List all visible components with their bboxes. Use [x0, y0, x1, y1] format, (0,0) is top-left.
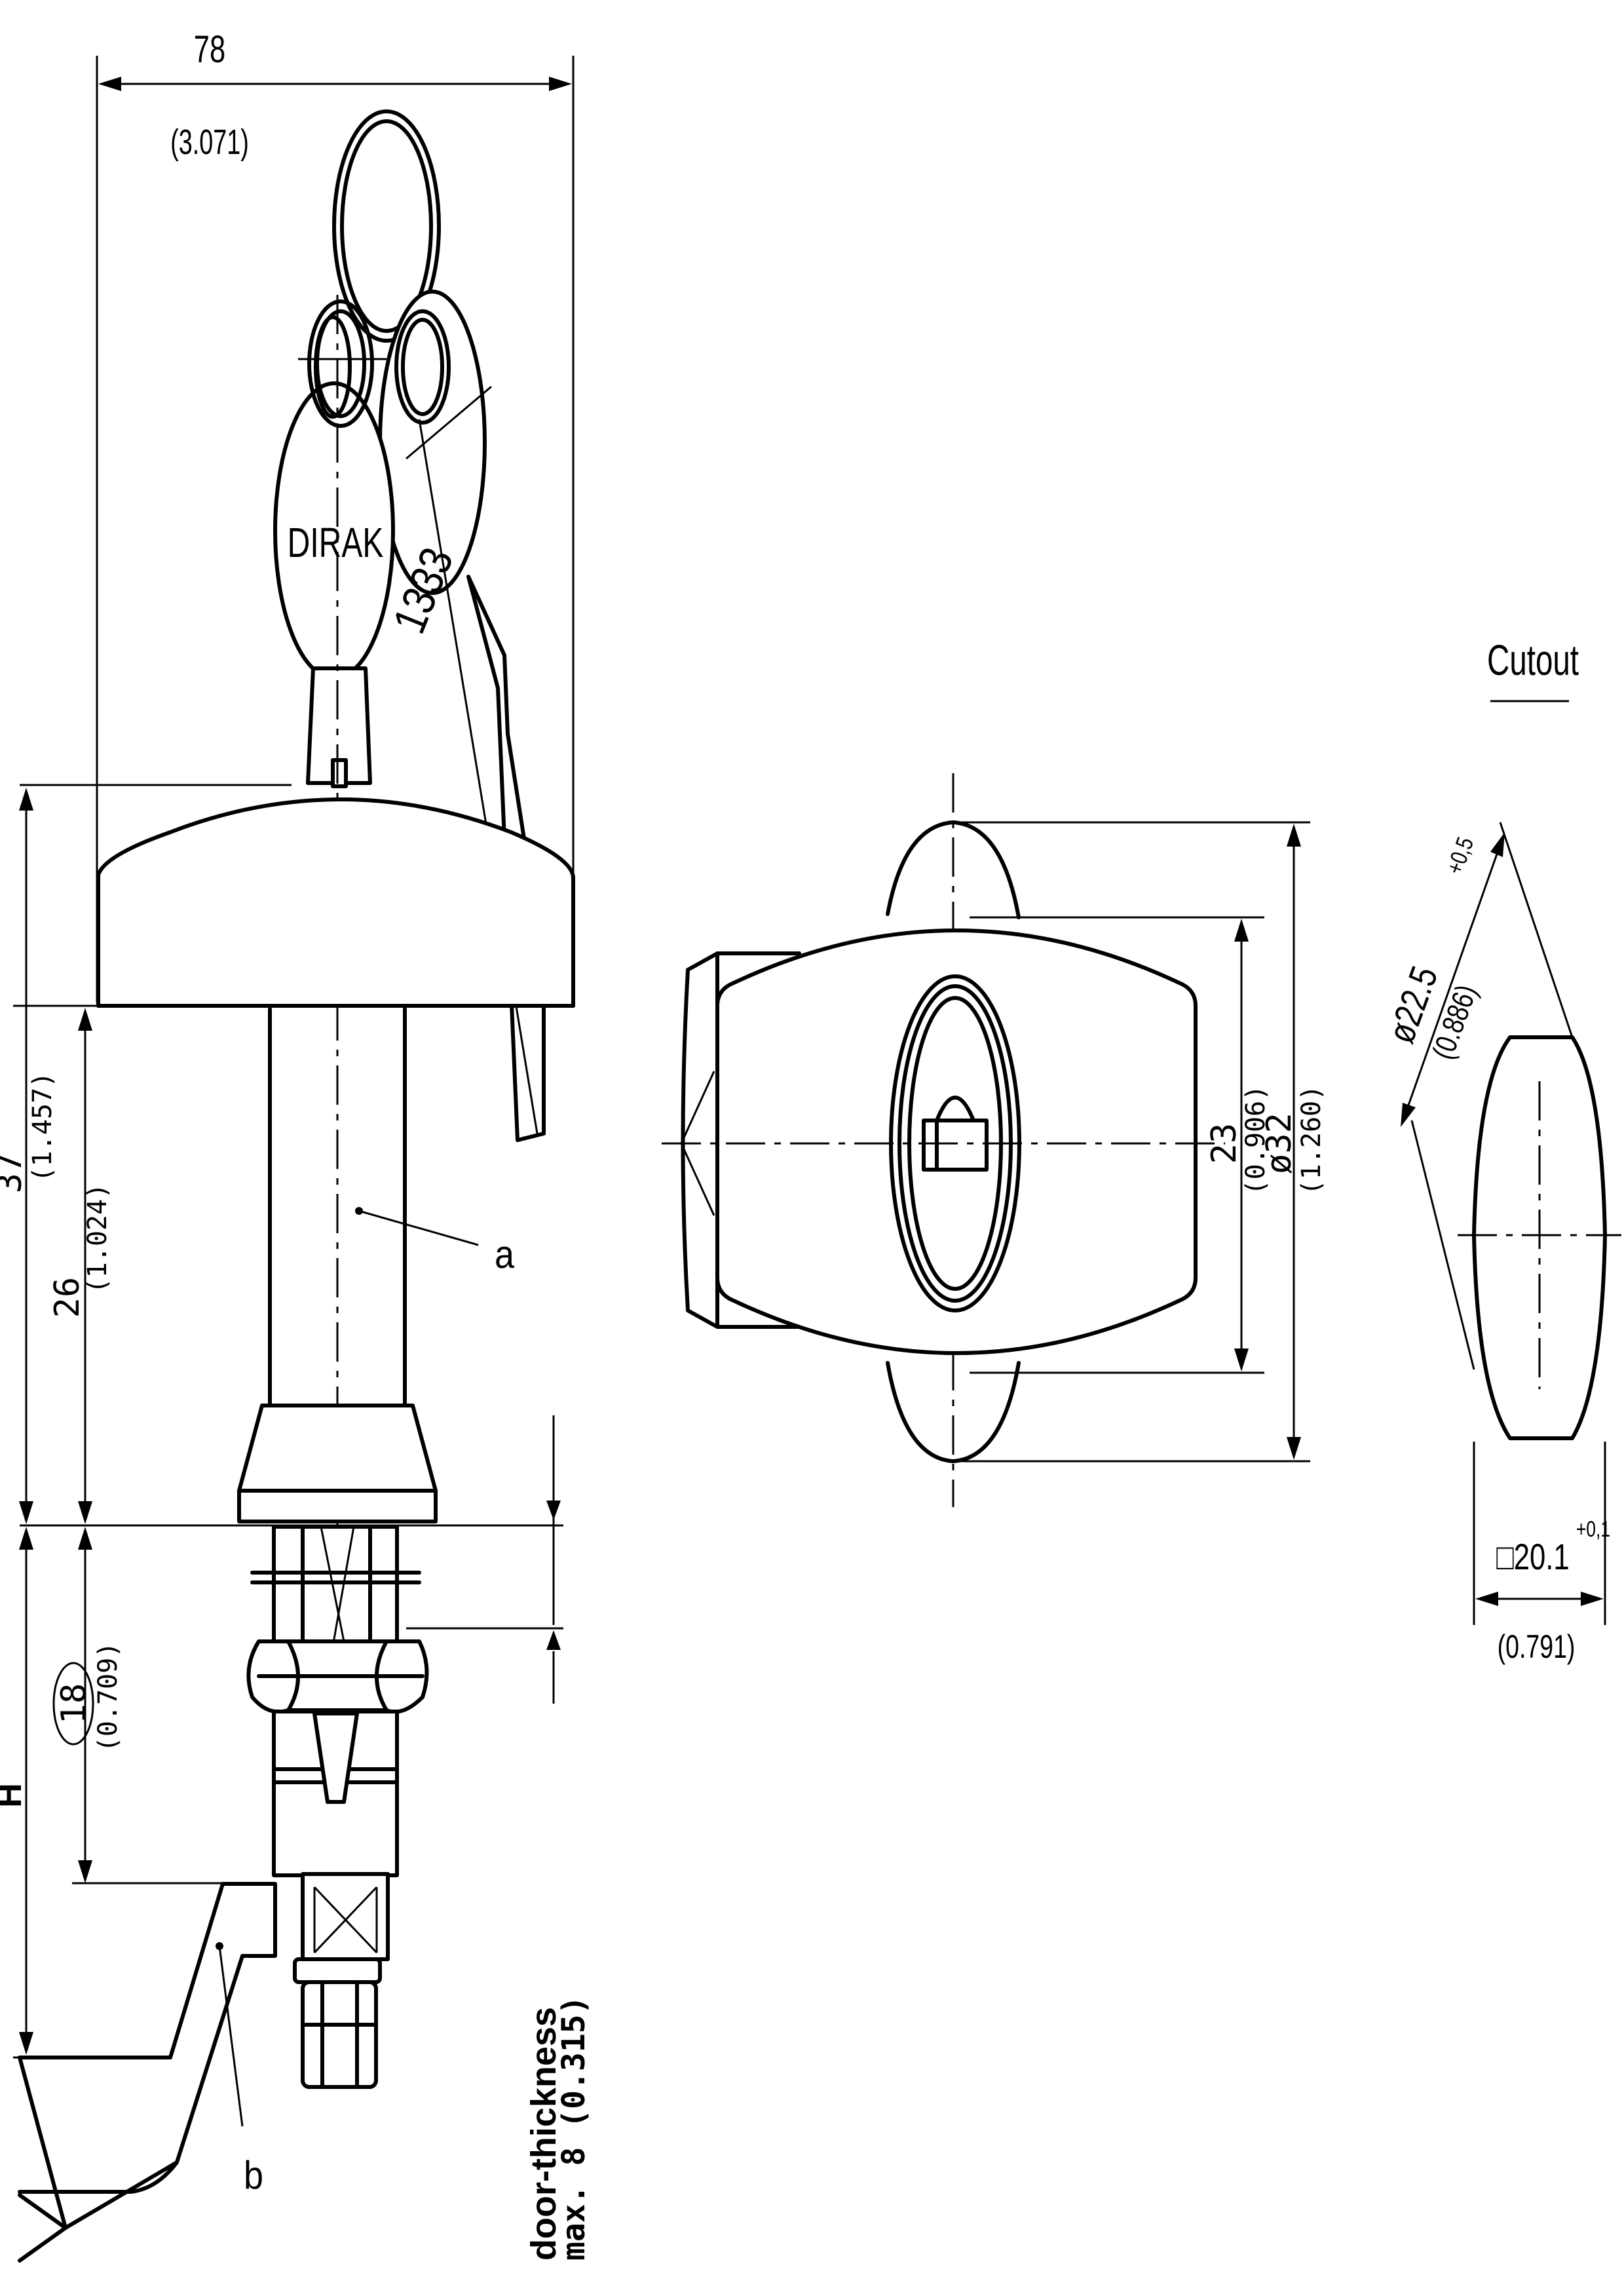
dim-23-in: (0.906) [1241, 1085, 1271, 1196]
key-front: DIRAK [273, 299, 395, 788]
door-thickness-line2: max. 8 (0.315) [556, 1995, 592, 2261]
handle-head [96, 797, 575, 1008]
dim-18-mm: 18 [54, 1683, 94, 1725]
handle-shaft [268, 1007, 407, 1407]
cutout-square-in: (0.791) [1498, 1629, 1576, 1665]
key-number: 1333 [383, 541, 463, 640]
dim-32-mm: ø32 [1260, 1113, 1299, 1174]
width-dim-mm: 78 [194, 28, 225, 70]
width-dim-in: (3.071) [170, 122, 249, 161]
dim-37-mm: 37 [0, 1153, 29, 1194]
door-thickness-line1: door-thickness [524, 2007, 563, 2261]
front-view: 23 (0.906) ø32 (1.260) [662, 773, 1327, 1507]
collar [237, 1404, 438, 1523]
dim-18-circle [52, 1662, 94, 1746]
side-view: 78 (3.071) 1333 DIRAK [0, 28, 592, 2263]
dim-26-in: (1.024) [83, 1183, 113, 1294]
dim-h: H [0, 1783, 29, 1808]
dim-32-in: (1.260) [1296, 1085, 1327, 1196]
callout-b-leader [218, 1945, 244, 2127]
cutout-view: Cutout ø22.5 +0,5 (0.886) □20.1 +0,1 (0.… [1380, 636, 1621, 1665]
threaded-body [250, 1525, 421, 1658]
callout-a: a [495, 1233, 514, 1276]
key-ring-outer [332, 109, 441, 343]
callout-a-leader [358, 1210, 479, 1246]
dim-37-in: (1.457) [28, 1072, 58, 1183]
key-brand: DIRAK [288, 519, 384, 565]
dim-23-mm: 23 [1205, 1123, 1244, 1164]
callout-b: b [244, 2153, 263, 2197]
key-ring-inner [340, 119, 433, 333]
lower-stem [272, 1710, 399, 2089]
key-slot [922, 1119, 989, 1172]
dim-18-in: (0.709) [93, 1642, 123, 1753]
cutout-dia-tol: +0,5 [1441, 833, 1479, 877]
cutout-square-tol: +0,1 [1576, 1517, 1610, 1542]
cutout-title: Cutout [1487, 636, 1579, 684]
front-lobe-bottom [886, 1361, 1021, 1463]
cam [18, 1882, 277, 2194]
cutout-square-mm: □20.1 [1496, 1537, 1569, 1577]
dim-26-mm: 26 [48, 1277, 87, 1318]
